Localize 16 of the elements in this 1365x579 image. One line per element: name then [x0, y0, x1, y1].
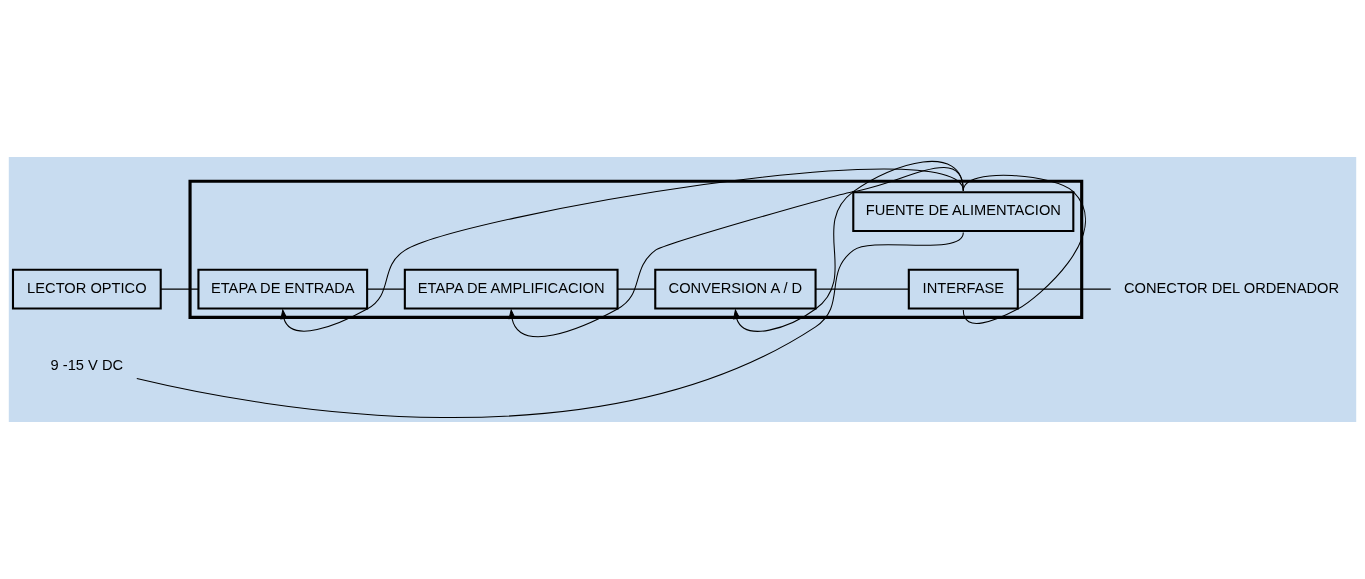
arrow — [280, 168, 964, 332]
node-box: INTERFASE — [907, 268, 1019, 310]
connector — [136, 232, 964, 419]
node-box: ETAPA DE ENTRADA — [197, 268, 369, 310]
connector — [366, 288, 406, 290]
arrow — [733, 160, 964, 332]
node-box: CONVERSION A / D — [654, 268, 817, 310]
connector — [815, 288, 910, 290]
node-text: CONECTOR DEL ORDENADOR — [1124, 280, 1340, 297]
connector — [160, 288, 199, 290]
node-box: ETAPA DE AMPLIFICACION — [403, 268, 619, 310]
node-box: FUENTE DE ALIMENTACION — [852, 191, 1075, 233]
connector — [617, 288, 656, 290]
connector — [1017, 288, 1112, 290]
node-box: LECTOR OPTICO — [11, 268, 162, 310]
node-text: 9 -15 V DC — [50, 356, 124, 373]
